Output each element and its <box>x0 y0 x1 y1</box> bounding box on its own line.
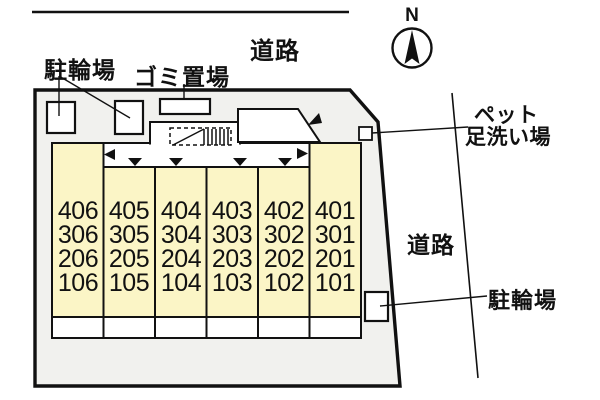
room-number: 304 <box>160 221 202 249</box>
bicycle-parking-left-label: 駐輪場 <box>44 57 116 83</box>
leader-pet-wash <box>371 126 469 134</box>
balcony <box>205 316 259 339</box>
arrow-down-icon <box>233 158 247 166</box>
room-number: 405 <box>108 197 150 225</box>
room-number: 202 <box>263 245 305 273</box>
entrance-arrow-icon <box>308 113 322 125</box>
stair-treads-icon <box>203 129 229 145</box>
room-number: 402 <box>263 197 305 225</box>
room-number: 403 <box>211 197 253 225</box>
room-number: 306 <box>57 221 99 249</box>
road-right-label: 道路 <box>407 232 455 258</box>
room-number: 105 <box>108 269 150 297</box>
room-number: 302 <box>263 221 305 249</box>
garbage-station <box>158 97 212 116</box>
balcony <box>257 316 311 339</box>
road-right-edge-line <box>451 92 479 379</box>
room-column-2: 402 302 202 102 <box>258 197 310 297</box>
room-column-6: 406 306 206 106 <box>52 197 104 297</box>
garbage-area-label: ゴミ置場 <box>134 64 230 90</box>
room-column-3: 403 303 203 103 <box>206 197 258 297</box>
balcony <box>308 316 362 339</box>
unit-column-1 <box>308 142 362 318</box>
stair-symbol-diagonal <box>172 128 205 146</box>
room-number: 301 <box>314 221 356 249</box>
room-number: 406 <box>57 197 99 225</box>
room-number: 206 <box>57 245 99 273</box>
balcony <box>51 316 105 339</box>
pet-wash-label-line2: 足洗い場 <box>465 126 551 149</box>
arrow-left-icon <box>104 149 115 160</box>
room-number: 104 <box>160 269 202 297</box>
road-top-label: 道路 <box>250 38 300 65</box>
leader-lines <box>58 75 488 307</box>
room-column-1: 401 301 201 101 <box>309 197 361 297</box>
room-number: 401 <box>314 197 356 225</box>
arrow-down-icon <box>278 158 292 166</box>
room-number: 404 <box>160 197 202 225</box>
unit-column-6 <box>51 142 105 318</box>
arrow-right-icon <box>297 148 308 159</box>
balcony <box>154 316 208 339</box>
pet-wash-label: ペット 足洗い場 <box>465 105 551 149</box>
room-number: 305 <box>108 221 150 249</box>
unit-grid <box>51 142 362 318</box>
corridor <box>102 142 311 168</box>
arrow-down-icon <box>169 158 183 166</box>
balcony <box>102 316 156 339</box>
room-number: 103 <box>211 269 253 297</box>
unit-column-4 <box>154 166 208 318</box>
room-number: 303 <box>211 221 253 249</box>
arrow-down-icon <box>128 158 142 166</box>
room-number: 102 <box>263 269 305 297</box>
pet-wash-station <box>358 126 373 141</box>
compass-north-label: N <box>405 5 419 26</box>
pet-wash-label-line1: ペット <box>474 104 539 127</box>
room-number: 204 <box>160 245 202 273</box>
compass <box>391 27 433 69</box>
room-number: 106 <box>57 269 99 297</box>
room-number: 203 <box>211 245 253 273</box>
entrance-canopy <box>237 108 322 143</box>
room-number: 205 <box>108 245 150 273</box>
stair-symbol-outline <box>169 127 232 146</box>
balcony-row <box>51 316 362 339</box>
bicycle-rack-right <box>363 290 390 323</box>
unit-column-2 <box>257 166 311 318</box>
corridor-arrows <box>104 113 322 166</box>
room-column-4: 404 304 204 104 <box>155 197 207 297</box>
bicycle-rack-left-1 <box>45 100 77 135</box>
room-number: 101 <box>314 269 356 297</box>
room-column-5: 405 305 205 105 <box>103 197 155 297</box>
room-number: 201 <box>314 245 356 273</box>
leader-bicycle-left-2 <box>58 75 131 119</box>
compass-needle-icon <box>404 30 420 64</box>
leader-bicycle-right <box>379 295 488 307</box>
bicycle-parking-right-label: 駐輪場 <box>488 288 558 313</box>
